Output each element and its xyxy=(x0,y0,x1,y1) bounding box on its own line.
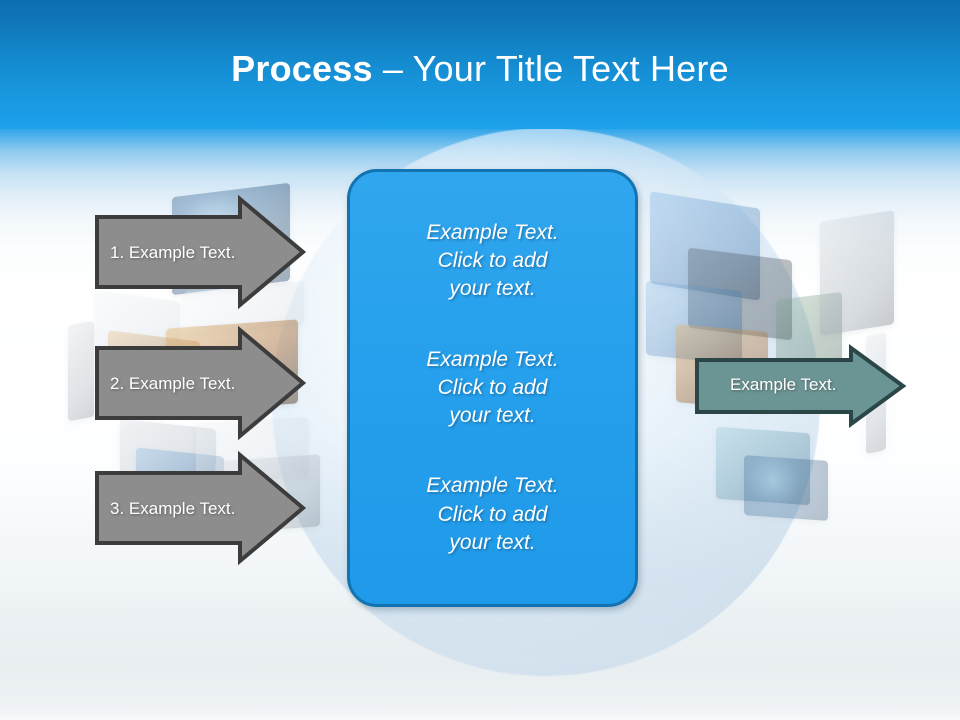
output-arrow-shape[interactable] xyxy=(694,344,907,428)
input-arrow-3-label: 3. Example Text. xyxy=(110,499,236,518)
center-panel-block-2-line1: Example Text. xyxy=(426,347,559,371)
center-panel-block-1-line2: Click to add xyxy=(437,249,548,273)
input-arrow-2-label: 2. Example Text. xyxy=(110,374,236,393)
input-arrow-3-shape[interactable] xyxy=(94,450,307,566)
center-panel-block-2-line3: your text. xyxy=(449,404,536,428)
input-arrow-3[interactable]: 3. Example Text. xyxy=(94,450,307,566)
center-panel-block-3-line2: Click to add xyxy=(437,502,548,526)
center-panel-block-3[interactable]: Example Text. Click to add your text. xyxy=(366,472,619,556)
screen-thumb xyxy=(68,320,94,422)
input-arrow-1-label: 1. Example Text. xyxy=(110,243,236,262)
title-header-band xyxy=(0,0,960,129)
center-panel-block-2-line2: Click to add xyxy=(437,375,548,399)
input-arrow-2-shape[interactable] xyxy=(94,325,307,441)
input-arrow-1[interactable]: 1. Example Text. xyxy=(94,194,307,310)
output-arrow[interactable]: Example Text. xyxy=(694,344,907,428)
page-title-bold: Process xyxy=(231,48,373,89)
input-arrow-2[interactable]: 2. Example Text. xyxy=(94,325,307,441)
page-title-rest: – Your Title Text Here xyxy=(372,48,729,89)
page-title: Process – Your Title Text Here xyxy=(0,48,960,90)
center-panel-block-3-line1: Example Text. xyxy=(426,474,559,498)
output-arrow-label: Example Text. xyxy=(730,375,837,394)
screen-thumb xyxy=(744,455,828,521)
input-arrow-1-shape[interactable] xyxy=(94,194,307,310)
center-panel-block-1-line3: your text. xyxy=(449,277,536,301)
center-panel-block-1[interactable]: Example Text. Click to add your text. xyxy=(366,219,619,303)
center-content-panel[interactable]: Example Text. Click to add your text. Ex… xyxy=(347,169,638,607)
center-panel-block-2[interactable]: Example Text. Click to add your text. xyxy=(366,346,619,430)
center-panel-block-3-line3: your text. xyxy=(449,530,536,554)
screen-thumb xyxy=(820,210,894,336)
center-panel-block-1-line1: Example Text. xyxy=(426,221,559,245)
